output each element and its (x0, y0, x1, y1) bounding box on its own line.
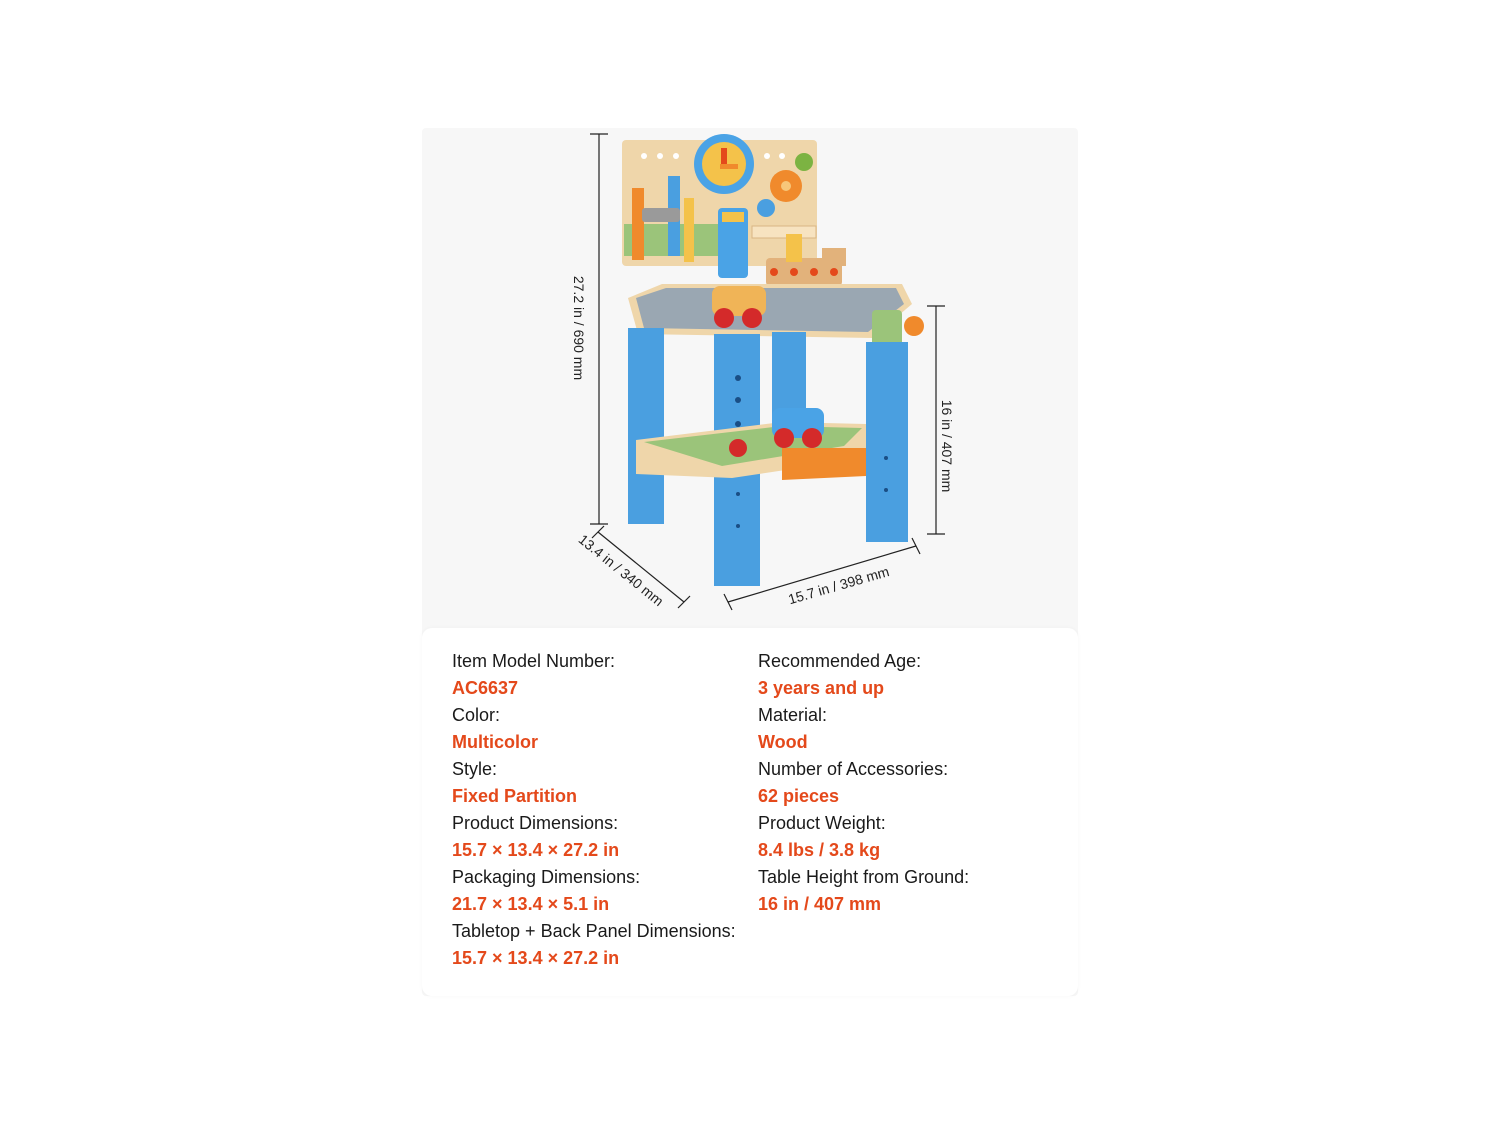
spec-label: Style: (452, 759, 498, 779)
spec-packaging-dimensions: Packaging Dimensions: 21.7 × 13.4 × 5.1 … (452, 864, 736, 918)
spec-style: Style: Fixed Partition (452, 756, 736, 810)
spec-color: Color: Multicolor (452, 702, 736, 756)
spec-value: 8.4 lbs / 3.8 kg (758, 840, 881, 860)
spec-accessories: Number of Accessories: 62 pieces (758, 756, 969, 810)
product-illustration: 27.2 in / 690 mm 16 in / 407 mm 13.4 in … (571, 133, 955, 611)
spec-value: 21.7 × 13.4 × 5.1 in (452, 894, 610, 914)
spec-value: 62 pieces (758, 786, 840, 806)
spec-value: Fixed Partition (452, 786, 578, 806)
spec-recommended-age: Recommended Age: 3 years and up (758, 648, 969, 702)
spec-label: Product Weight: (758, 813, 886, 833)
dim-width: 15.7 in / 398 mm (786, 563, 891, 607)
spec-value: Wood (758, 732, 808, 752)
saw-icon (718, 208, 748, 278)
spec-label: Material: (758, 705, 828, 725)
spec-value: 16 in / 407 mm (758, 894, 882, 914)
spec-label: Table Height from Ground: (758, 867, 970, 887)
spec-tabletop-dimensions: Tabletop + Back Panel Dimensions: 15.7 ×… (452, 918, 736, 972)
spec-material: Material: Wood (758, 702, 969, 756)
dim-height-total: 27.2 in / 690 mm (571, 276, 587, 380)
dim-depth: 13.4 in / 340 mm (576, 531, 667, 609)
spec-value: Multicolor (452, 732, 538, 752)
spec-weight: Product Weight: 8.4 lbs / 3.8 kg (758, 810, 969, 864)
spec-model-number: Item Model Number: AC6637 (452, 648, 736, 702)
spec-value: 3 years and up (758, 678, 885, 698)
spec-value: 15.7 × 13.4 × 27.2 in (452, 840, 620, 860)
dim-table-height: 16 in / 407 mm (939, 400, 955, 493)
leg-back-left (628, 328, 664, 524)
spec-label: Item Model Number: (452, 651, 616, 671)
spec-table-height: Table Height from Ground: 16 in / 407 mm (758, 864, 969, 918)
specs-column-left: Item Model Number: AC6637 Color: Multico… (452, 648, 736, 972)
spec-label: Color: (452, 705, 501, 725)
spec-label: Packaging Dimensions: (452, 867, 641, 887)
spec-label: Number of Accessories: (758, 759, 949, 779)
leg-front-right (866, 342, 908, 542)
spec-value: AC6637 (452, 678, 519, 698)
spec-product-dimensions: Product Dimensions: 15.7 × 13.4 × 27.2 i… (452, 810, 736, 864)
specs-panel: Item Model Number: AC6637 Color: Multico… (422, 628, 1078, 996)
spec-value: 15.7 × 13.4 × 27.2 in (452, 948, 620, 968)
specs-column-right: Recommended Age: 3 years and up Material… (758, 648, 969, 918)
spec-label: Tabletop + Back Panel Dimensions: (452, 921, 736, 941)
spec-label: Recommended Age: (758, 651, 922, 671)
spec-label: Product Dimensions: (452, 813, 619, 833)
